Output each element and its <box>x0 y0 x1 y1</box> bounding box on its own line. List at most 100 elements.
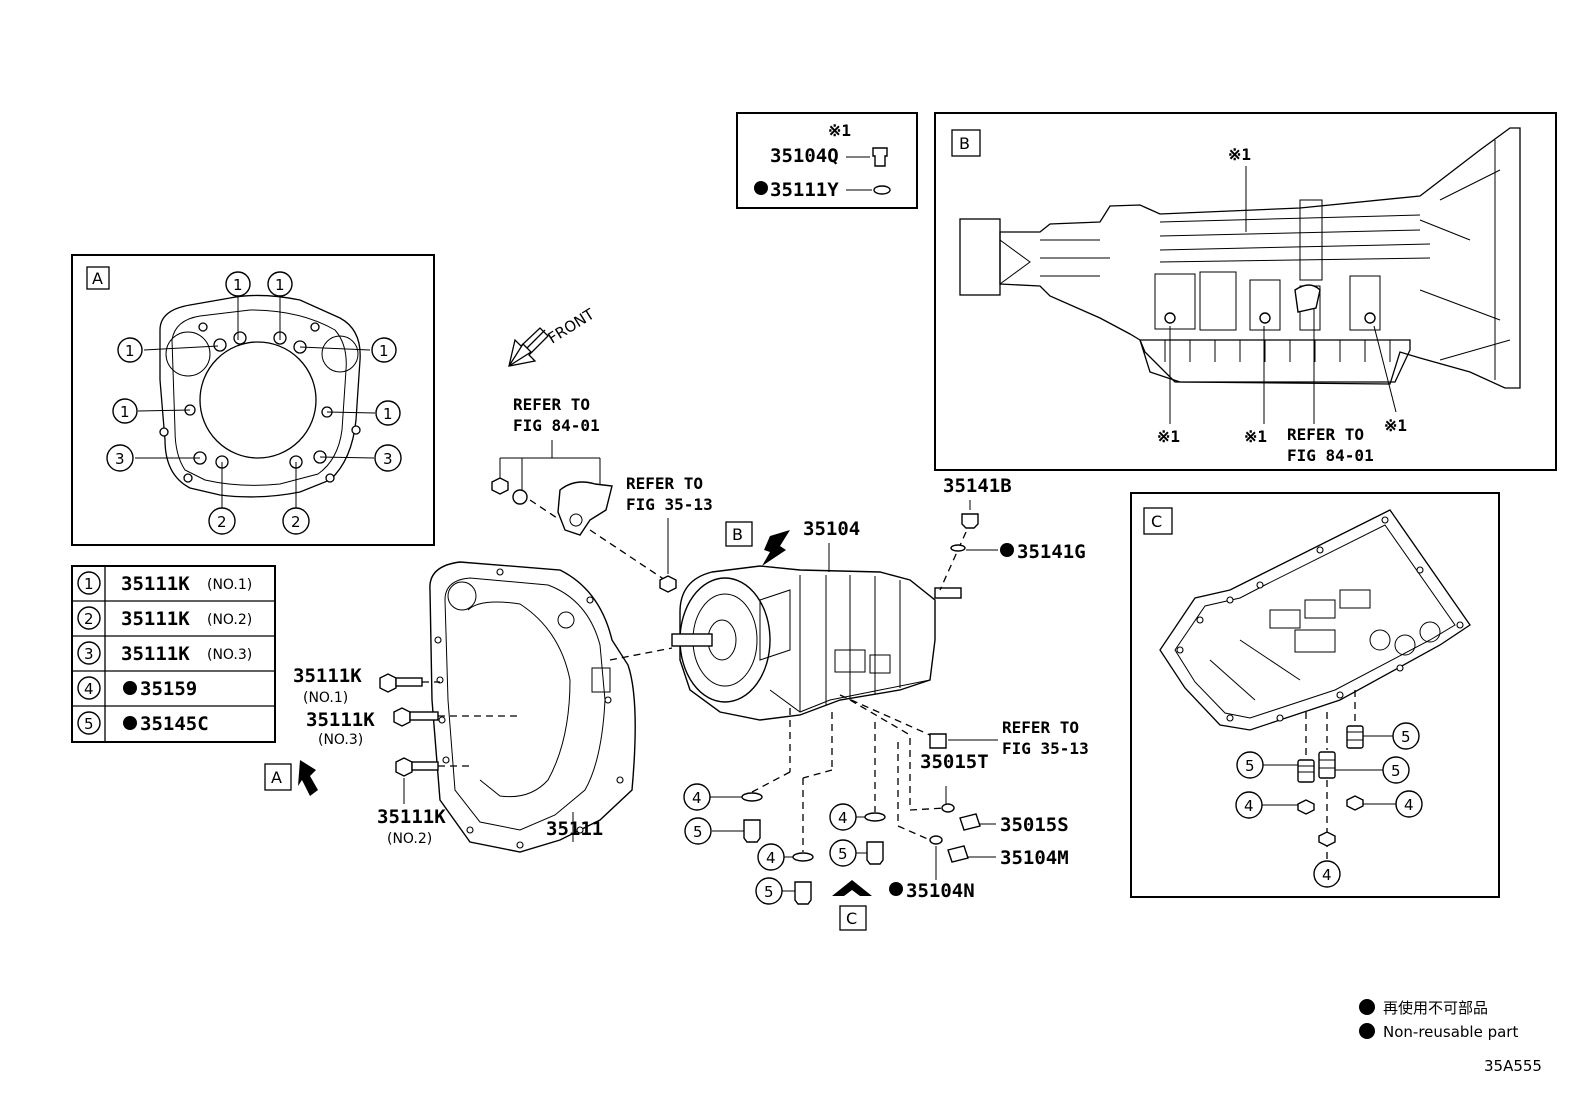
label-35111K-no3[interactable]: 35111K <box>306 709 375 731</box>
row-number-circle <box>77 641 101 665</box>
label-35104Q[interactable]: 35104Q <box>770 145 839 167</box>
front-direction-arrow: FRONT <box>508 305 599 367</box>
row-number-circle <box>77 571 101 595</box>
row-number: 3 <box>84 645 94 663</box>
plug-35104M[interactable]: 35104M <box>947 845 1069 869</box>
legend-en: Non-reusable part <box>1383 1023 1518 1041</box>
row-number: 5 <box>84 715 94 733</box>
label-35141B[interactable]: 35141B <box>943 475 1012 497</box>
inset-drain-plug-box: ※1 35104Q 35111Y <box>736 112 918 209</box>
gasket-35141G[interactable]: 35141G <box>950 541 1086 563</box>
svg-text:(NO.3): (NO.3) <box>318 732 363 748</box>
sensor-icon <box>1294 284 1321 313</box>
legend-jp: 再使用不可部品 <box>1383 999 1488 1017</box>
svg-text:REFER TO: REFER TO <box>1287 425 1364 444</box>
label-35015T[interactable]: 35015T <box>920 751 989 773</box>
svg-text:※1: ※1 <box>1244 427 1267 446</box>
label-35015S[interactable]: 35015S <box>1000 814 1069 836</box>
svg-text:5: 5 <box>1391 762 1401 780</box>
svg-text:4: 4 <box>1404 796 1414 814</box>
label-35141G[interactable]: 35141G <box>1017 541 1086 563</box>
label-35104M[interactable]: 35104M <box>1000 847 1069 869</box>
neutral-switch-part[interactable] <box>557 481 613 536</box>
label-35111K-no1[interactable]: 35111K <box>293 665 362 687</box>
svg-text:FIG 35-13: FIG 35-13 <box>626 495 713 514</box>
lower-drain-plugs: 4 5 4 5 4 5 <box>683 708 886 905</box>
inset-c-plugs: 5 5 5 4 4 4 <box>1235 690 1423 888</box>
svg-text:FIG 84-01: FIG 84-01 <box>1287 446 1374 465</box>
svg-text:4: 4 <box>1244 797 1254 815</box>
non-reusable-dot-icon <box>123 716 137 730</box>
svg-text:FIG 35-13: FIG 35-13 <box>1002 739 1089 758</box>
row-number: 2 <box>84 610 94 628</box>
inset-b: B ※1 <box>934 112 1557 471</box>
box-letter-c: C <box>1151 512 1162 531</box>
svg-text:4: 4 <box>838 809 848 827</box>
box-letter-a: A <box>92 269 103 288</box>
label-35111Y[interactable]: 35111Y <box>770 179 839 201</box>
label-35111K-no2[interactable]: 35111K <box>377 806 446 828</box>
bolt-35111K-no2[interactable] <box>395 757 470 804</box>
svg-text:1: 1 <box>120 403 130 421</box>
svg-text:2: 2 <box>291 513 301 531</box>
svg-text:A: A <box>271 768 282 787</box>
box-letter-b: B <box>959 134 970 153</box>
svg-text:1: 1 <box>275 276 285 294</box>
svg-text:5: 5 <box>1401 728 1411 746</box>
svg-text:※1: ※1 <box>1384 416 1407 435</box>
row-number-circle <box>77 711 101 735</box>
row-number-circle <box>77 606 101 630</box>
gasket-35104N[interactable]: 35104N <box>889 880 975 902</box>
svg-text:3: 3 <box>383 450 393 468</box>
view-marker-a: A <box>264 760 318 796</box>
svg-text:5: 5 <box>693 823 703 841</box>
svg-text:1: 1 <box>383 405 393 423</box>
label-35111[interactable]: 35111 <box>546 818 603 840</box>
non-reusable-legend: 再使用不可部品 Non-reusable part <box>1359 999 1518 1041</box>
row-number: 1 <box>84 575 94 593</box>
row-part-number: 35111K <box>121 608 190 630</box>
table-row: 1 35111K (NO.1) <box>77 571 252 595</box>
table-row: 5 35145C <box>77 711 209 735</box>
row-note: (NO.1) <box>207 577 252 593</box>
row-number-circle <box>77 676 101 700</box>
front-label: FRONT <box>545 305 599 348</box>
svg-text:3: 3 <box>115 450 125 468</box>
label-35104N[interactable]: 35104N <box>906 880 975 902</box>
row-part-number: 35145C <box>140 713 209 735</box>
row-part-number: 35111K <box>121 643 190 665</box>
svg-text:(NO.2): (NO.2) <box>387 831 432 847</box>
svg-text:4: 4 <box>692 789 702 807</box>
svg-text:REFER TO: REFER TO <box>513 395 590 414</box>
gasket-icon <box>873 185 891 195</box>
refer-fig-35-13-upper: REFER TO FIG 35-13 <box>626 474 713 593</box>
bell-housing-35111[interactable] <box>429 561 636 853</box>
svg-text:C: C <box>846 909 857 928</box>
drain-plug-icon <box>872 147 888 167</box>
svg-text:※1: ※1 <box>1228 145 1251 164</box>
svg-text:※1: ※1 <box>1157 427 1180 446</box>
refer-fig-35-13-lower: REFER TO FIG 35-13 35015T <box>920 718 1089 773</box>
row-note: (NO.2) <box>207 612 252 628</box>
svg-text:2: 2 <box>217 513 227 531</box>
svg-text:1: 1 <box>233 276 243 294</box>
label-35104[interactable]: 35104 <box>803 518 860 540</box>
non-reusable-dot-icon <box>754 181 768 195</box>
bolt-35111K-no3[interactable] <box>393 707 520 727</box>
refer-fig-84-01-left: REFER TO FIG 84-01 <box>491 395 666 581</box>
svg-text:4: 4 <box>766 849 776 867</box>
nut-icon <box>659 575 677 593</box>
diagram-code: 35A555 <box>1484 1057 1542 1075</box>
plug-35015S[interactable]: 35015S <box>959 813 1069 836</box>
table-row: 3 35111K (NO.3) <box>77 641 252 665</box>
row-part-number: 35111K <box>121 573 190 595</box>
row-note: (NO.3) <box>207 647 252 663</box>
svg-text:REFER TO: REFER TO <box>626 474 703 493</box>
transmission-assembly-35104[interactable] <box>671 565 962 721</box>
bolt-35111K-no1[interactable] <box>379 673 440 693</box>
svg-text:B: B <box>732 525 743 544</box>
row-part-number: 35159 <box>140 678 197 700</box>
plug-35141B[interactable]: 35141B <box>939 475 1012 591</box>
